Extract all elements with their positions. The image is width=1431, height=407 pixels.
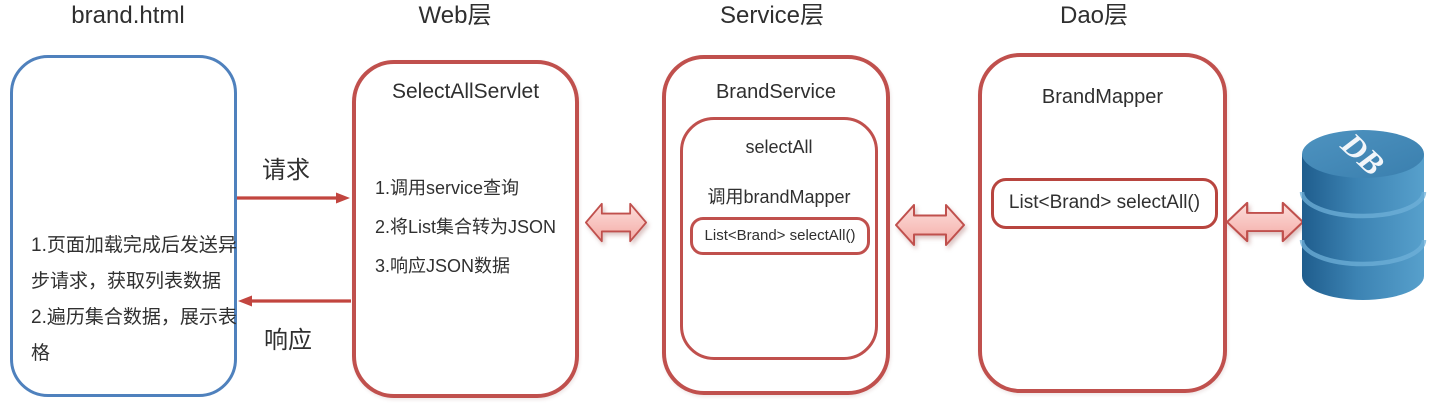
- browser-notes: 1.页面加载完成后发送异 步请求，获取列表数据 2.遍历集合数据，展示表 格: [31, 228, 246, 372]
- web-step: 2.将List集合转为JSON: [375, 217, 557, 237]
- service-call-box: List<Brand> selectAll(): [690, 217, 870, 255]
- web-step: 3.响应JSON数据: [375, 256, 511, 276]
- browser-note-line: 2.遍历集合数据，展示表: [31, 307, 237, 328]
- request-arrow-icon: [237, 192, 350, 204]
- response-arrow-icon: [238, 295, 351, 307]
- dao-layer-title: Dao层: [1059, 2, 1129, 29]
- double-arrow-service-dao-icon: [895, 204, 965, 246]
- response-label: 响应: [264, 327, 312, 354]
- browser-box: 1.页面加载完成后发送异 步请求，获取列表数据 2.遍历集合数据，展示表 格: [10, 55, 237, 397]
- service-box: BrandService selectAll 调用brandMapper Lis…: [662, 55, 890, 395]
- web-step: 1.调用service查询: [375, 178, 520, 198]
- double-arrow-dao-db-icon: [1226, 201, 1304, 243]
- double-arrow-web-service-icon: [585, 202, 647, 243]
- browser-note-line: 格: [31, 343, 51, 364]
- web-box-title: SelectAllServlet: [391, 80, 540, 103]
- web-layer-title: Web层: [418, 2, 492, 29]
- db-cylinder-icon: DB: [1299, 126, 1427, 300]
- browser-note-line: 1.页面加载完成后发送异: [31, 235, 237, 256]
- service-box-title: BrandService: [715, 81, 837, 103]
- service-layer-title: Service层: [719, 2, 825, 29]
- browser-layer-title: brand.html: [71, 2, 185, 29]
- service-method-name: selectAll: [745, 137, 813, 157]
- dao-method-box: List<Brand> selectAll(): [991, 178, 1218, 229]
- service-call-note: 调用brandMapper: [707, 187, 851, 207]
- request-label: 请求: [262, 157, 310, 184]
- service-method-box: selectAll 调用brandMapper List<Brand> sele…: [680, 117, 878, 360]
- web-steps: 1.调用service查询 2.将List集合转为JSON 3.响应JSON数据: [375, 169, 556, 286]
- browser-note-line: 步请求，获取列表数据: [31, 271, 222, 292]
- dao-box-title: BrandMapper: [1041, 86, 1164, 108]
- dao-box: BrandMapper List<Brand> selectAll(): [978, 53, 1227, 393]
- web-box: SelectAllServlet 1.调用service查询 2.将List集合…: [352, 60, 579, 398]
